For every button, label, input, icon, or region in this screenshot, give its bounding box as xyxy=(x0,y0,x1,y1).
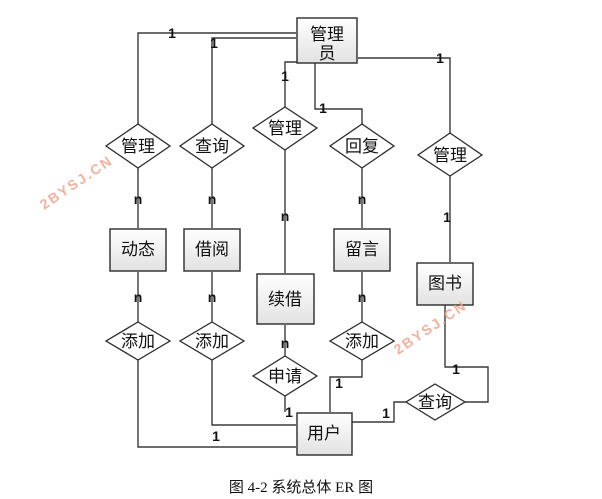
rel-query-book-label: 查询 xyxy=(418,393,452,413)
card-query-user: 1 xyxy=(382,405,390,421)
rel-query-borrow-label: 查询 xyxy=(195,137,229,157)
card-admin-query-borrow: 1 xyxy=(210,35,218,51)
card-message-add: n xyxy=(358,289,367,305)
card-admin-manage-book: 1 xyxy=(436,50,444,66)
entity-renew-label: 续借 xyxy=(268,290,302,310)
card-manage-renew-renew: n xyxy=(281,208,290,224)
card-news-add: n xyxy=(134,289,143,305)
rel-apply: 申请 xyxy=(251,355,319,397)
cardinalities: 1 1 1 1 1 n n n n 1 n n n n 1 1 1 1 1 xyxy=(134,25,460,444)
edges xyxy=(137,32,489,448)
entity-admin-line2: 员 xyxy=(319,44,336,64)
card-manage-news-news: n xyxy=(134,191,143,207)
rel-manage-news-label: 管理 xyxy=(121,137,155,157)
edge-admin-manage-news xyxy=(137,32,296,124)
watermark-right: 2BYSJ.CN xyxy=(391,297,470,357)
entity-borrow: 借阅 xyxy=(183,228,241,272)
card-add-message-user: 1 xyxy=(335,375,343,391)
entity-book: 图书 xyxy=(416,262,474,306)
entity-renew: 续借 xyxy=(256,273,315,325)
rel-manage-book: 管理 xyxy=(416,132,484,177)
er-diagram: 管理 员 动态 借阅 续借 留言 图书 用户 管理 查询 管理 回复 xyxy=(37,17,489,456)
rel-apply-label: 申请 xyxy=(268,367,302,387)
rel-query-book: 查询 xyxy=(404,383,467,421)
rel-query-borrow: 查询 xyxy=(178,123,246,169)
rel-add-borrow: 添加 xyxy=(178,321,246,361)
rel-add-borrow-label: 添加 xyxy=(195,332,229,352)
entity-user-label: 用户 xyxy=(307,424,341,444)
card-apply-user: 1 xyxy=(285,404,293,420)
edge-admin-query-borrow xyxy=(211,37,296,124)
figure-caption: 图 4-2 系统总体 ER 图 xyxy=(228,480,374,496)
entity-book-label: 图书 xyxy=(428,274,462,294)
rel-add-news: 添加 xyxy=(104,321,172,361)
entity-news: 动态 xyxy=(109,228,167,272)
rel-reply: 回复 xyxy=(328,123,396,169)
edge-add-borrow-user xyxy=(211,360,296,426)
card-admin-manage-news: 1 xyxy=(168,25,176,41)
card-add-borrow-user: 1 xyxy=(212,428,220,444)
edge-query-user xyxy=(352,401,406,423)
card-borrow-add: n xyxy=(208,289,217,305)
entity-user: 用户 xyxy=(296,412,353,456)
rel-add-message: 添加 xyxy=(328,321,396,361)
rel-add-news-label: 添加 xyxy=(121,332,155,352)
edge-admin-reply xyxy=(314,62,363,124)
card-book-query: 1 xyxy=(452,361,460,377)
edge-admin-manage-book xyxy=(358,57,451,133)
entity-admin: 管理 员 xyxy=(296,17,358,64)
watermark-left: 2BYSJ.CN xyxy=(37,152,116,212)
entity-borrow-label: 借阅 xyxy=(195,240,229,260)
rel-add-message-label: 添加 xyxy=(345,332,379,352)
edge-add-message-user xyxy=(329,360,363,412)
rel-manage-renew-label: 管理 xyxy=(268,119,302,139)
rel-manage-news: 管理 xyxy=(104,123,172,169)
rel-manage-renew: 管理 xyxy=(251,106,319,151)
rel-manage-book-label: 管理 xyxy=(433,146,467,166)
rel-reply-label: 回复 xyxy=(345,137,379,157)
entity-message: 留言 xyxy=(333,228,391,272)
card-query-borrow-borrow: n xyxy=(208,191,217,207)
edge-add-news-user xyxy=(137,360,296,448)
card-manage-book-book: 1 xyxy=(443,209,451,225)
card-admin-reply: 1 xyxy=(319,100,327,116)
edge-book-query xyxy=(444,305,489,403)
entity-admin-line1: 管理 xyxy=(310,25,344,45)
card-admin-manage-renew: 1 xyxy=(281,68,289,84)
card-reply-message: n xyxy=(358,191,367,207)
entity-message-label: 留言 xyxy=(345,240,379,260)
card-renew-apply: n xyxy=(281,335,290,351)
entity-news-label: 动态 xyxy=(121,240,155,260)
